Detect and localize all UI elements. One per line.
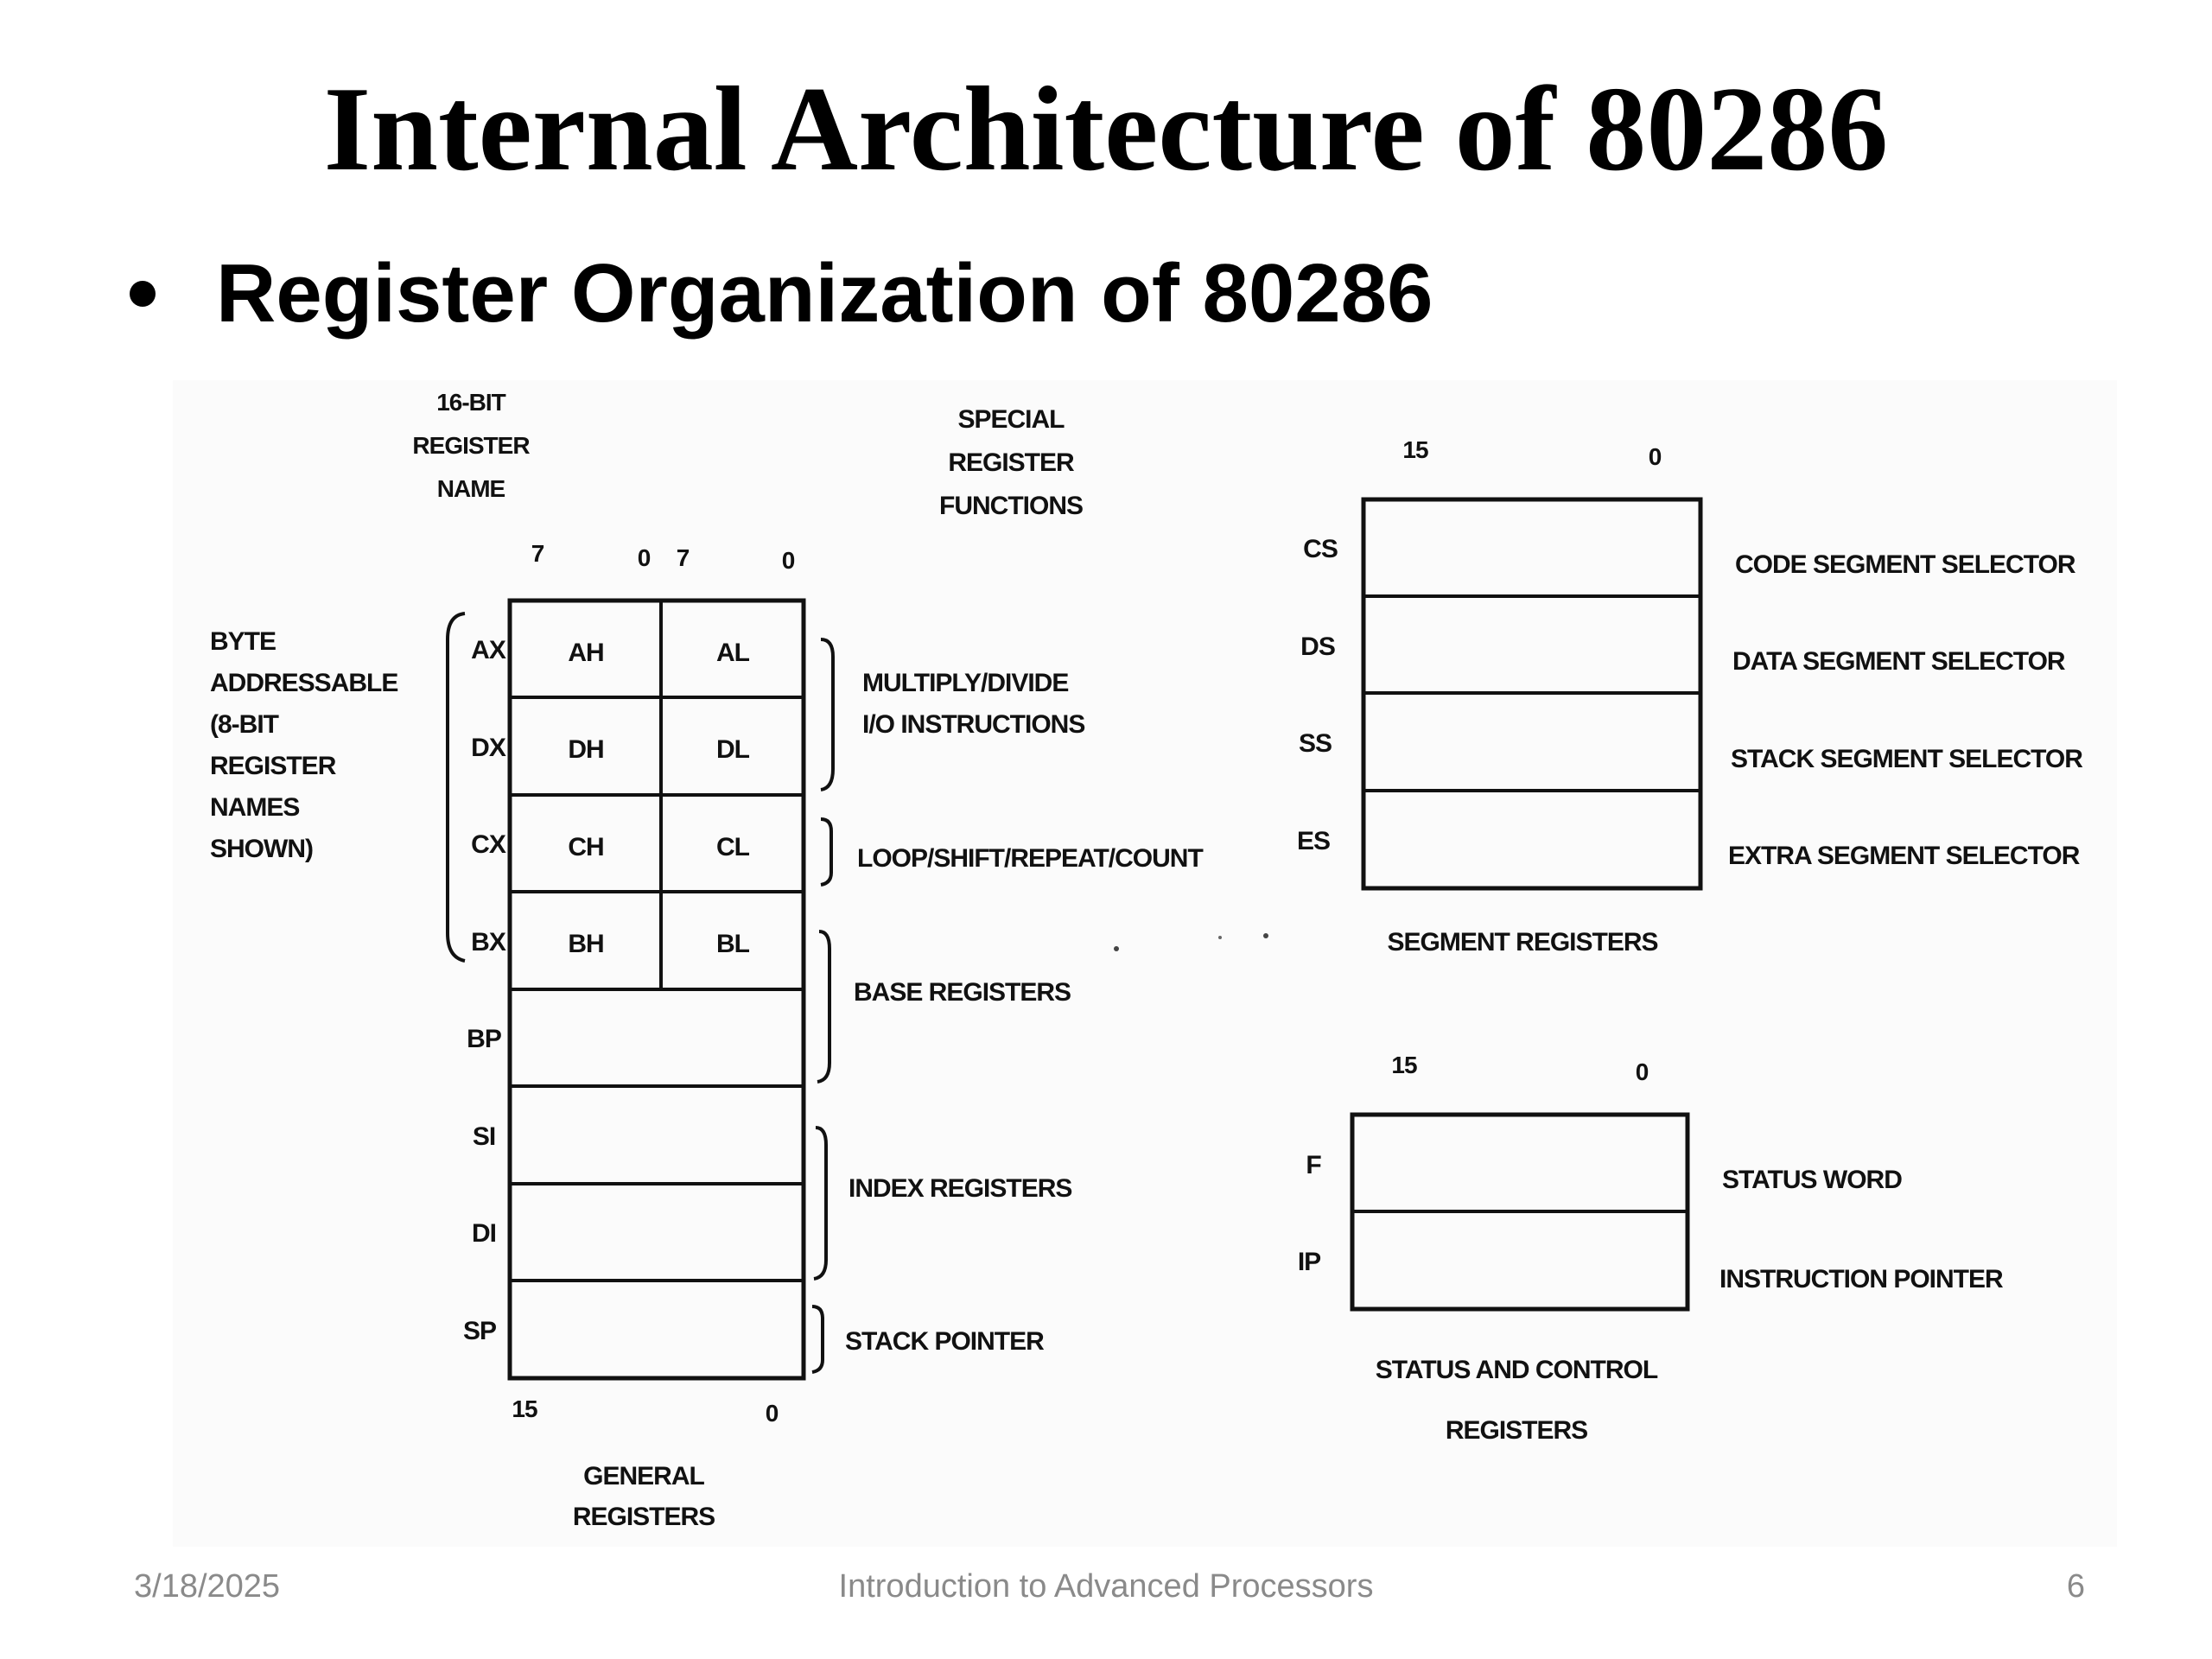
status-bit-15: 15 [1391, 1052, 1417, 1078]
footer-date: 3/18/2025 [134, 1568, 281, 1605]
brace-stack-pointer [811, 1305, 824, 1374]
footer-title: Introduction to Advanced Processors [838, 1568, 1374, 1605]
special-header-line-3: FUNCTIONS [939, 492, 1083, 520]
byte-cell-bl: BL [716, 930, 750, 958]
byte-cell-cl: CL [716, 833, 750, 861]
bullet-text: Register Organization of 80286 [216, 247, 1433, 340]
byte-cell-ah: AH [568, 639, 603, 667]
segment-name-cs: CS [1303, 535, 1338, 563]
byte-cell-al: AL [716, 639, 750, 667]
segment-name-es: ES [1297, 827, 1330, 855]
segment-name-ds: DS [1300, 632, 1335, 661]
name-header-line-1: 16-BIT [436, 389, 505, 416]
segment-bit-0: 0 [1649, 443, 1662, 470]
status-caption-1: STATUS AND CONTROL [1376, 1356, 1658, 1384]
byte-note-line-6: SHOWN) [210, 835, 313, 863]
function-index-registers: INDEX REGISTERS [849, 1174, 1071, 1203]
function-stack-pointer: STACK POINTER [845, 1327, 1045, 1356]
byte-note-line-5: NAMES [210, 793, 299, 822]
byte-note-line-1: BYTE [210, 627, 276, 656]
general-registers-caption-2: REGISTERS [573, 1503, 715, 1531]
bit-label-0-bottom: 0 [766, 1400, 779, 1427]
brace-index-registers [813, 1126, 828, 1281]
segment-desc-cs: CODE SEGMENT SELECTOR [1735, 550, 2076, 579]
register-name-bx: BX [471, 928, 506, 957]
byte-registers-brace [446, 612, 466, 963]
function-multiply-divide: MULTIPLY/DIVIDE [862, 669, 1068, 697]
bit-label-0-low: 0 [782, 547, 795, 574]
special-header-line-1: SPECIAL [957, 405, 1065, 434]
status-caption-2: REGISTERS [1446, 1416, 1587, 1445]
byte-cell-bh: BH [568, 930, 603, 958]
footer-page-number: 6 [2066, 1568, 2085, 1605]
function-io-instructions: I/O INSTRUCTIONS [862, 710, 1084, 739]
function-loop-shift-repeat-count: LOOP/SHIFT/REPEAT/COUNT [857, 844, 1203, 873]
function-braces [811, 638, 835, 1374]
bit-label-0-high: 0 [638, 544, 651, 571]
status-desc-f: STATUS WORD [1722, 1166, 1902, 1194]
segment-registers-caption: SEGMENT REGISTERS [1387, 928, 1657, 957]
scan-speck [1263, 933, 1268, 938]
brace-multiply-divide [820, 638, 835, 791]
slide-title: Internal Architecture of 80286 [323, 62, 1889, 196]
register-name-bp: BP [467, 1025, 501, 1053]
diagram-background [173, 380, 2117, 1547]
status-name-ip: IP [1298, 1248, 1320, 1276]
bullet-item: Register Organization of 80286 [130, 246, 1433, 341]
bit-label-15-bottom: 15 [512, 1395, 537, 1422]
bit-label-7-low: 7 [677, 544, 690, 571]
special-header-line-2: REGISTER [948, 448, 1075, 477]
register-name-di: DI [472, 1219, 496, 1248]
general-registers-caption-1: GENERAL [583, 1462, 704, 1491]
segment-desc-es: EXTRA SEGMENT SELECTOR [1728, 842, 2081, 870]
function-base-registers: BASE REGISTERS [854, 978, 1071, 1007]
byte-cell-dl: DL [716, 735, 750, 764]
status-name-f: F [1306, 1151, 1321, 1179]
status-bit-0: 0 [1636, 1058, 1649, 1085]
scan-speck [1218, 936, 1222, 939]
register-name-si: SI [473, 1122, 495, 1151]
segment-desc-ds: DATA SEGMENT SELECTOR [1732, 647, 2066, 676]
register-name-dx: DX [471, 734, 506, 762]
brace-base-registers [817, 930, 831, 1084]
byte-cell-ch: CH [568, 833, 603, 861]
segment-desc-ss: STACK SEGMENT SELECTOR [1731, 745, 2083, 773]
scan-speck [1114, 946, 1119, 951]
register-name-ax: AX [471, 636, 506, 664]
general-register-block [507, 598, 806, 1381]
brace-loop-shift [820, 817, 833, 887]
name-header-line-3: NAME [437, 475, 505, 502]
byte-note-line-3: (8-BIT [210, 710, 279, 739]
byte-note-line-4: REGISTER [210, 752, 337, 780]
register-name-sp: SP [463, 1317, 496, 1345]
register-name-cx: CX [471, 830, 506, 859]
segment-bit-15: 15 [1402, 436, 1428, 463]
name-header-line-2: REGISTER [412, 432, 530, 459]
bit-label-7-high: 7 [531, 540, 544, 567]
status-desc-ip: INSTRUCTION POINTER [1719, 1265, 2004, 1294]
status-register-block [1350, 1112, 1690, 1312]
segment-name-ss: SS [1299, 729, 1332, 758]
byte-cell-dh: DH [568, 735, 603, 764]
byte-note-line-2: ADDRESSABLE [210, 669, 397, 697]
bullet-icon [130, 281, 156, 307]
segment-register-block [1361, 497, 1703, 891]
